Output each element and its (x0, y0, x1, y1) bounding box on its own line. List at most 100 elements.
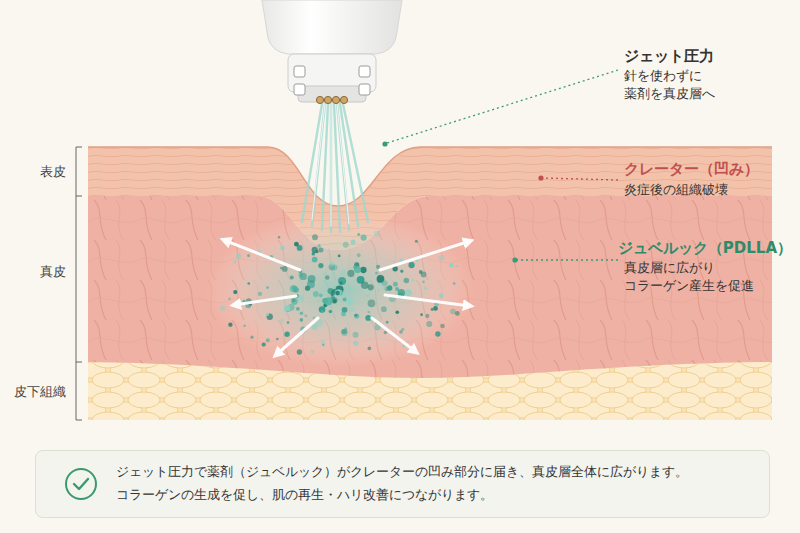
jet-stream (330, 104, 332, 232)
leader-dot (512, 257, 517, 262)
drug-particle (350, 308, 354, 312)
drug-particle (368, 347, 372, 351)
drug-particle (233, 290, 237, 294)
drug-particle (312, 257, 318, 263)
injector-device (359, 66, 370, 77)
drug-particle (335, 291, 340, 296)
drug-particle (324, 281, 329, 286)
callout-label: ジェット圧力 (624, 46, 714, 67)
drug-particle (307, 280, 315, 288)
drug-particle (278, 236, 280, 238)
drug-particle (341, 270, 347, 276)
drug-particle (297, 349, 302, 354)
drug-particle (338, 277, 346, 285)
drug-particle (280, 319, 284, 323)
drug-particle (351, 239, 356, 244)
drug-particle (325, 275, 330, 280)
drug-particle (299, 273, 306, 280)
drug-particle (455, 311, 460, 316)
drug-particle (329, 310, 333, 314)
callout-label: 炎症後の組織破壊 (624, 181, 728, 199)
drug-particle (266, 286, 269, 289)
drug-particle (320, 340, 325, 345)
drug-particle (408, 262, 414, 268)
drug-particle (318, 247, 323, 252)
drug-particle (284, 305, 290, 311)
drug-particle (319, 293, 323, 297)
injector-device (294, 84, 305, 95)
drug-particle (220, 305, 225, 310)
drug-particle (377, 288, 380, 291)
drug-particle (412, 279, 415, 282)
callout-label: 針を使わずに 薬剤を真皮層へ (624, 67, 774, 103)
drug-particle (453, 282, 456, 285)
drug-particle (344, 293, 348, 297)
drug-particle (367, 294, 370, 297)
drug-particle (426, 321, 432, 327)
drug-particle (341, 312, 346, 317)
drug-particle (319, 306, 326, 313)
drug-particle (431, 308, 434, 311)
drug-particle (420, 313, 423, 316)
drug-particle (367, 311, 370, 314)
leader-line (387, 70, 618, 143)
drug-particle (353, 341, 358, 346)
drug-particle (400, 270, 403, 273)
drug-particle (433, 306, 438, 311)
jet-stream (312, 104, 325, 220)
drug-particle (384, 331, 387, 334)
drug-particle (247, 254, 250, 257)
jet-stream (337, 104, 349, 224)
drug-particle (300, 318, 304, 322)
drug-particle (317, 244, 320, 247)
leader-dot (382, 141, 543, 262)
drug-particle (284, 332, 289, 337)
spread-arrow (380, 241, 470, 270)
drug-particle (282, 266, 288, 272)
jet-stream (302, 104, 368, 232)
drug-particle (348, 287, 353, 292)
leader-line (543, 178, 618, 180)
leader-dot (538, 175, 543, 180)
leader-dot (382, 141, 387, 146)
drug-particle (450, 309, 456, 315)
drug-particle (339, 281, 342, 284)
drug-particle (361, 234, 367, 240)
drug-particle (382, 280, 388, 286)
injector-device (324, 96, 331, 103)
spread-arrow (372, 318, 416, 352)
drug-particle (330, 262, 334, 266)
drug-particle (354, 314, 359, 319)
drug-particle (342, 307, 348, 313)
drug-particle (228, 298, 231, 301)
injector-device (316, 96, 323, 103)
drug-particle (425, 314, 429, 318)
drug-particle (343, 298, 347, 302)
drug-particle (376, 265, 380, 269)
drug-particle (440, 324, 445, 329)
note-text: ジェット圧力で薬剤（ジュベルック）がクレーターの凹み部分に届き、真皮層全体に広が… (116, 461, 753, 484)
spread-arrow (385, 295, 470, 306)
drug-particle (439, 293, 444, 298)
drug-particle (312, 247, 318, 253)
drug-particle (361, 281, 369, 289)
drug-particle (347, 299, 353, 305)
callout-label: クレーター（凹み） (624, 159, 759, 180)
drug-particle (424, 286, 427, 289)
drug-particle (321, 310, 324, 313)
drug-particle (421, 272, 427, 278)
drug-particle (439, 255, 444, 260)
drug-particle (395, 310, 399, 314)
drug-particle (262, 342, 266, 346)
drug-particle (276, 338, 279, 341)
drug-particle (250, 336, 253, 339)
drug-particle (234, 260, 237, 263)
drug-particle (338, 254, 341, 257)
drug-particle (354, 266, 361, 273)
drug-particle (354, 314, 357, 317)
spread-arrow (276, 318, 318, 355)
layer-label: 皮下組織 (4, 383, 66, 401)
drug-particle (287, 321, 290, 324)
drug-particle (220, 231, 460, 355)
